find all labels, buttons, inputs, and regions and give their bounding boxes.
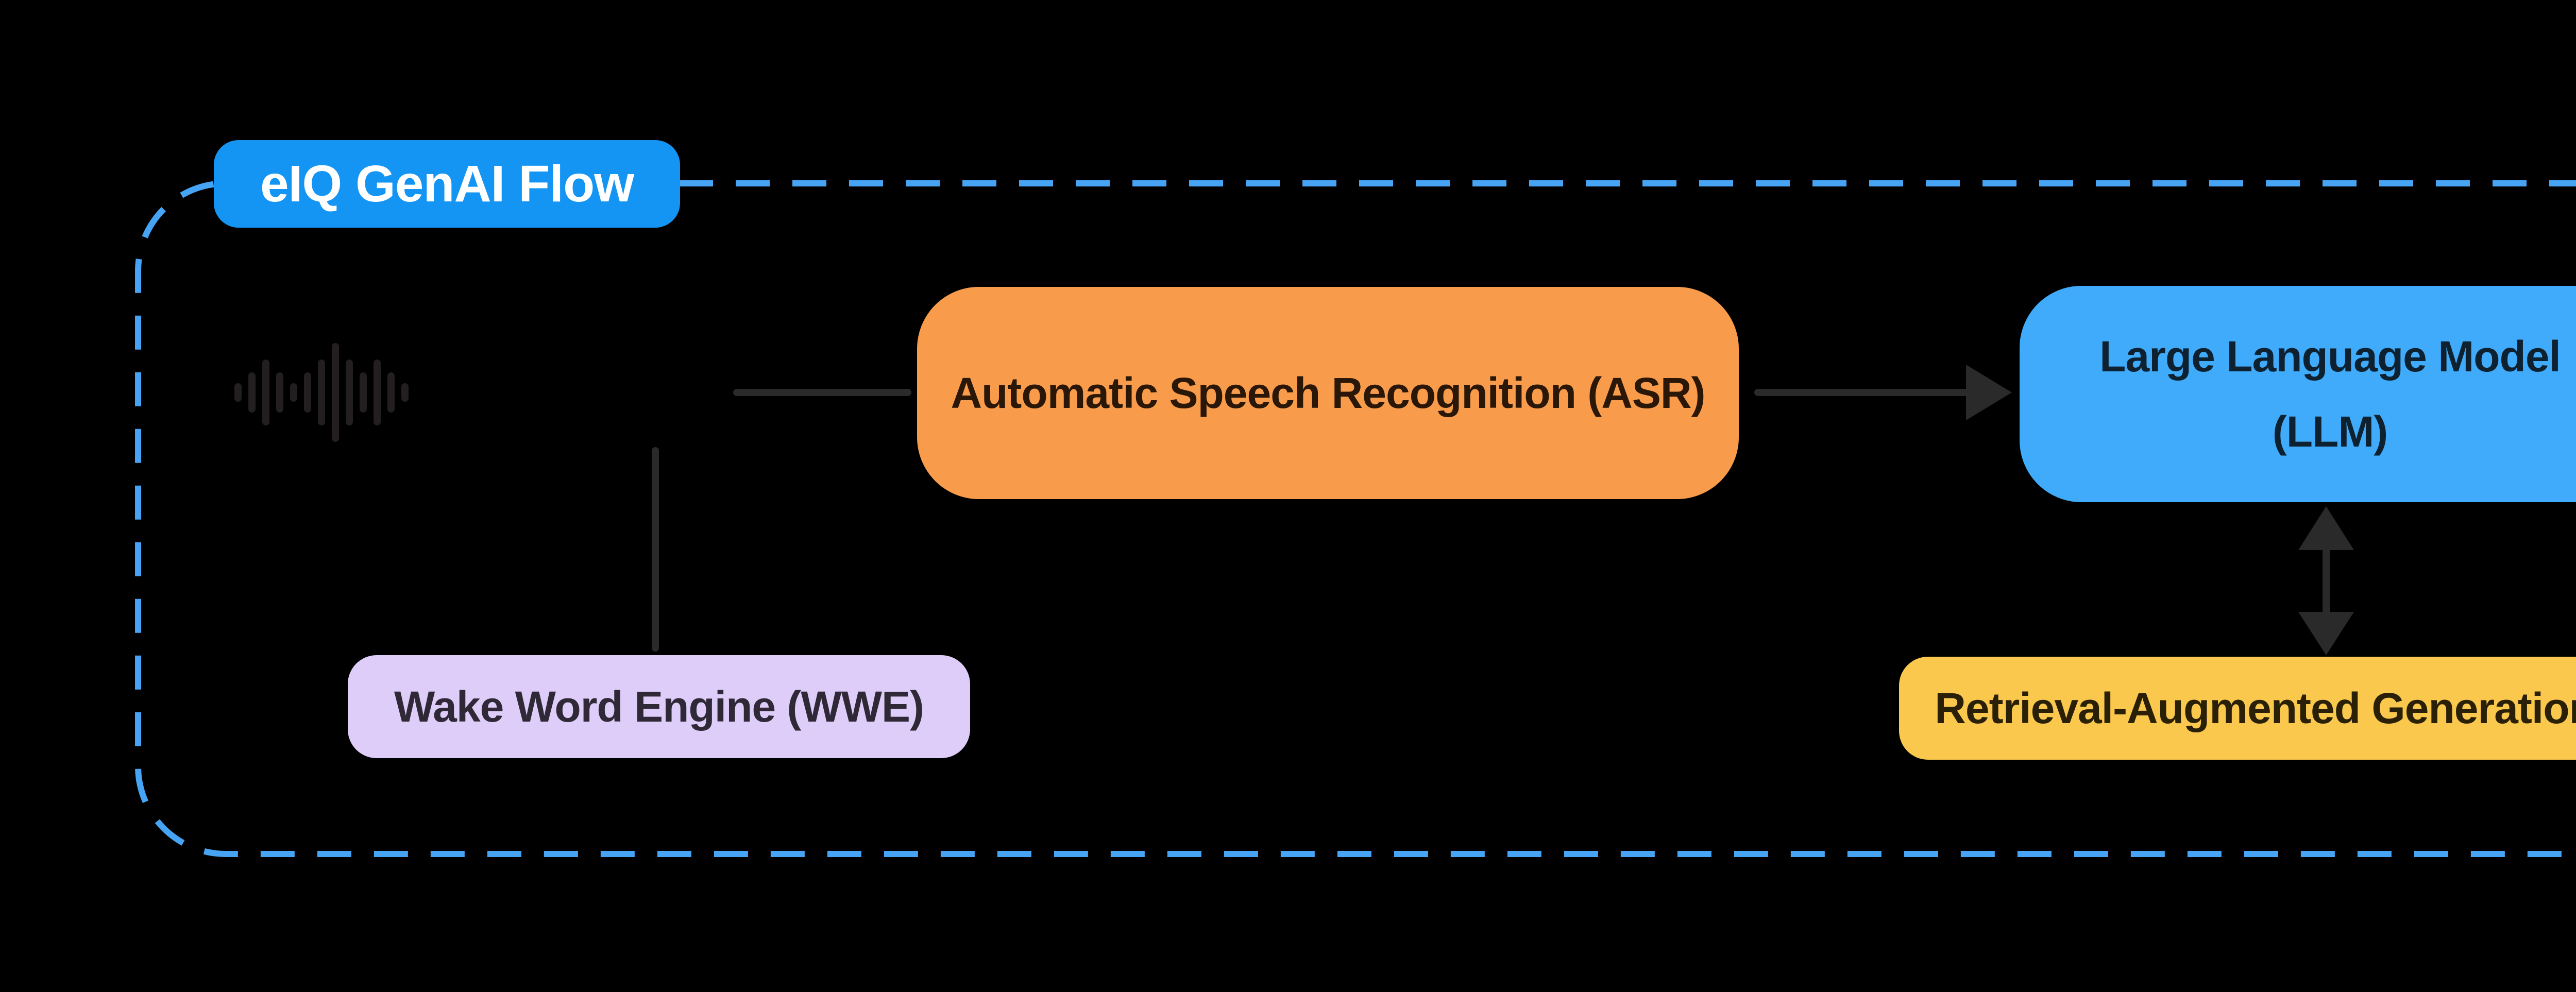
waveform-bar (234, 383, 242, 402)
waveform-bar (360, 372, 367, 413)
audio-waveform-icon (234, 343, 409, 442)
waveform-bar (387, 372, 395, 413)
node-wwe: Wake Word Engine (WWE) (348, 655, 970, 758)
waveform-bar (262, 360, 269, 425)
waveform-bar (304, 372, 311, 413)
waveform-bar (318, 360, 325, 425)
waveform-bar (276, 372, 283, 413)
waveform-bar (248, 372, 256, 413)
waveform-bar (374, 360, 381, 425)
waveform-bar (332, 343, 339, 442)
flow-title-label: eIQ GenAI Flow (260, 155, 634, 213)
llm-label-line2: (LLM) (2272, 407, 2388, 456)
wwe-label: Wake Word Engine (WWE) (394, 682, 924, 731)
waveform-bar (346, 360, 353, 425)
asr-to-llm-arrowhead-icon (1966, 365, 2012, 420)
llm-label-line1: Large Language Model (2099, 332, 2561, 381)
waveform-bar (290, 383, 297, 402)
waveform-bar (401, 383, 409, 402)
flow-title-badge: eIQ GenAI Flow (214, 140, 680, 228)
dashed-flow-boundary (135, 180, 2576, 857)
asr-label: Automatic Speech Recognition (ASR) (951, 369, 1705, 417)
node-asr: Automatic Speech Recognition (ASR) (917, 287, 1739, 499)
rag-label: Retrieval-Augmented Generation (RAG) (1935, 684, 2576, 732)
llm-rag-up-arrowhead-icon (2298, 506, 2354, 550)
node-llm: Large Language Model (LLM) (2020, 286, 2576, 502)
node-rag: Retrieval-Augmented Generation (RAG) (1899, 657, 2576, 760)
llm-rag-down-arrowhead-icon (2298, 612, 2354, 655)
